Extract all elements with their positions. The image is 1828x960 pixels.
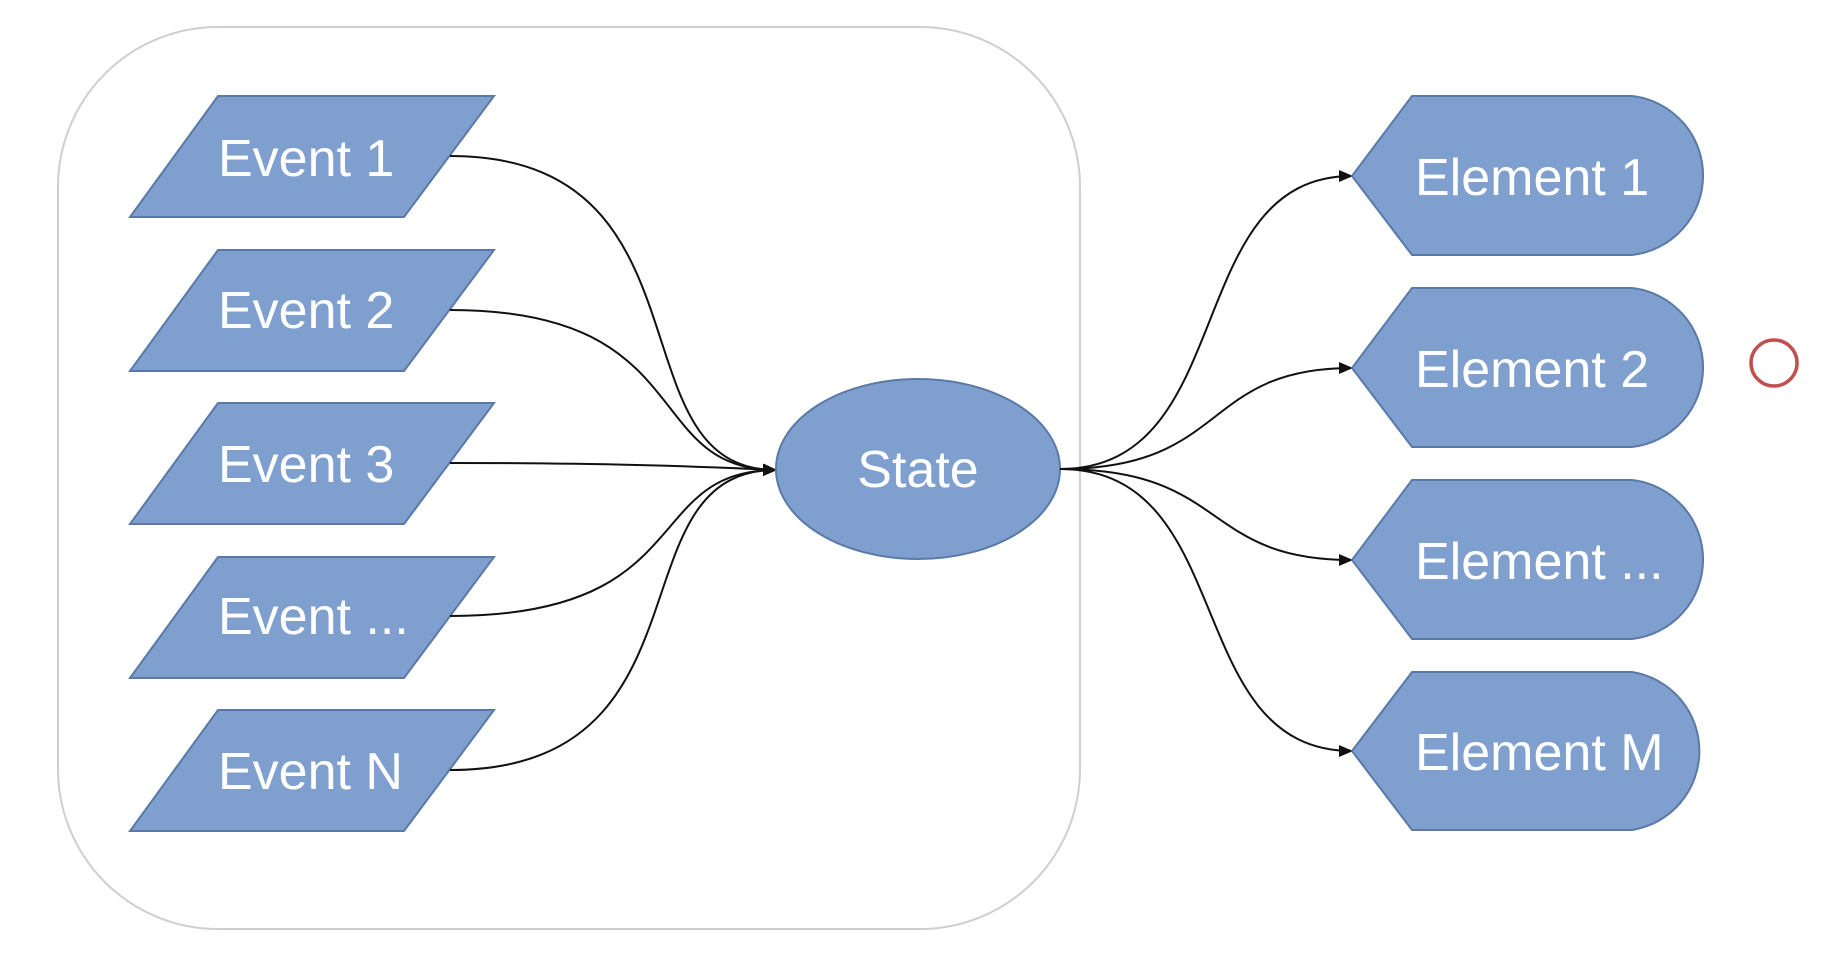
element-shape [1350,287,1705,448]
event-node-n: Event N [128,709,496,832]
pointer-marker-circle [1749,338,1799,388]
element-node-1: Element 1 [1350,95,1705,256]
edge-event-3-to-state [449,462,777,476]
element-label: Element M [1415,724,1664,782]
event-node-2: Event 2 [128,249,496,372]
edge-event-4-to-state [449,464,777,617]
element-shape [1350,671,1701,831]
element-label: Element 2 [1415,341,1649,399]
event-node-3: Event 3 [128,402,496,525]
element-shape [1350,479,1705,640]
edge-state-to-element-3 [1059,468,1353,566]
event-node-4: Event ... [128,556,496,679]
event-label: Event N [218,743,403,801]
event-shape [128,556,496,679]
element-node-3: Element ... [1350,479,1705,640]
event-shape [128,95,496,218]
state-label: State [857,441,978,499]
event-label: Event ... [218,588,409,646]
event-shape [128,402,496,525]
edge-event-n-to-state [449,464,777,771]
event-label: Event 3 [218,436,394,494]
event-label: Event 1 [218,130,394,188]
element-node-m: Element M [1350,671,1701,831]
edge-state-to-element-m [1059,468,1353,757]
event-label: Event 2 [218,282,394,340]
element-shape [1350,95,1705,256]
event-state-container [57,26,1081,930]
event-node-1: Event 1 [128,95,496,218]
element-node-2: Element 2 [1350,287,1705,448]
edge-event-1-to-state [449,155,777,476]
element-label: Element ... [1415,533,1664,591]
edge-state-to-element-1 [1059,170,1353,470]
state-node: State [775,378,1061,560]
edge-state-to-element-2 [1059,362,1353,470]
element-label: Element 1 [1415,149,1649,207]
event-shape [128,709,496,832]
event-shape [128,249,496,372]
edge-event-2-to-state [449,309,777,476]
